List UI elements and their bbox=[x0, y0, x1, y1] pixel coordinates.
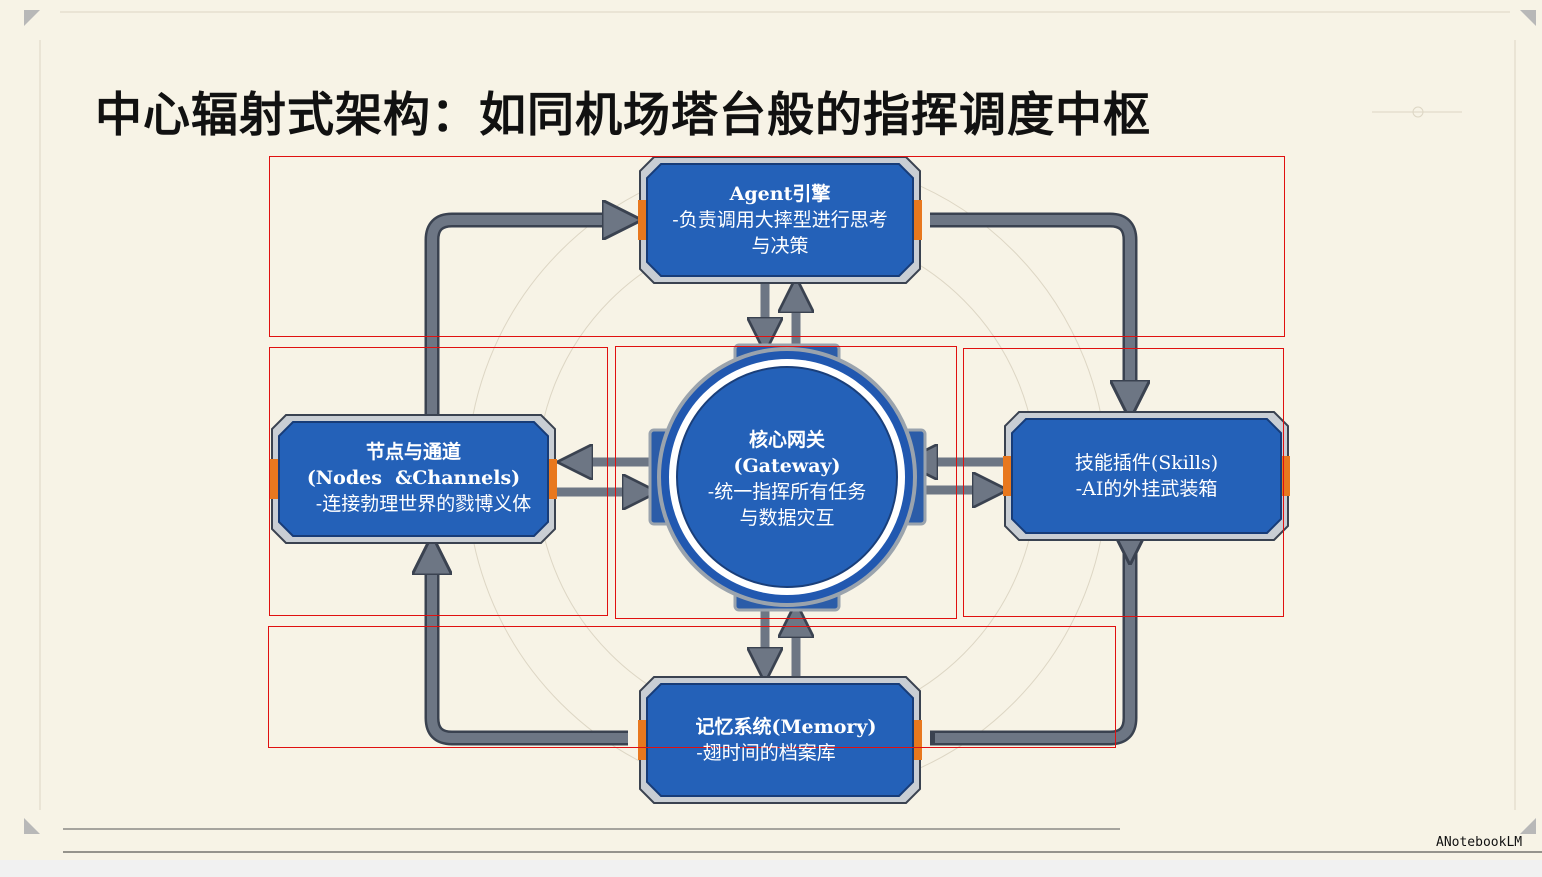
corner-mark bbox=[1520, 10, 1536, 26]
annotation-box-agent bbox=[269, 156, 1285, 337]
orange-connector bbox=[549, 459, 557, 499]
node-memory-desc: -翅时间的档案库 bbox=[696, 742, 836, 764]
node-gateway-desc: -统一指挥所有任务 bbox=[707, 481, 867, 503]
node-channels-name-en: (Nodes &Channels) bbox=[306, 467, 521, 489]
node-channels-name: 节点与通道 bbox=[365, 441, 461, 463]
node-memory-box bbox=[638, 676, 922, 804]
node-agent-desc: -负责调用大摔型进行思考 bbox=[672, 209, 888, 231]
orange-connector bbox=[1282, 456, 1290, 496]
annotation-box-gateway bbox=[615, 346, 957, 619]
node-gateway-name: 核心网关 bbox=[748, 429, 825, 451]
node-skills-desc: -AI的外挂武装箱 bbox=[1075, 478, 1218, 500]
gateway-hub bbox=[648, 343, 927, 612]
orange-connector bbox=[914, 720, 922, 760]
annotation-box-memory bbox=[268, 626, 1116, 748]
node-gateway-desc-2: 与数据灾互 bbox=[739, 507, 835, 529]
node-memory-label: 记忆系统(Memory) -翅时间的档案库 bbox=[640, 714, 932, 766]
corner-mark bbox=[1520, 818, 1536, 834]
orange-connector bbox=[638, 200, 646, 240]
arrows-outer-loop bbox=[427, 215, 1130, 743]
annotation-box-channels bbox=[269, 347, 608, 616]
node-channels-label: 节点与通道 (Nodes &Channels) -连接勃理世界的戮博义体 bbox=[272, 439, 555, 517]
corner-mark bbox=[24, 10, 40, 26]
page-title: 中心辐射式架构：如同机场塔台般的指挥调度中枢 bbox=[95, 88, 1151, 143]
orange-connector bbox=[270, 459, 278, 499]
node-agent-desc-2: 与决策 bbox=[751, 235, 809, 257]
node-skills-label: 技能插件(Skills) -AI的外挂武装箱 bbox=[1005, 450, 1288, 502]
orange-connector bbox=[914, 200, 922, 240]
arrow-skills-to-memory bbox=[935, 545, 1130, 743]
node-agent-name: Agent引擎 bbox=[729, 183, 831, 205]
node-agent-box bbox=[638, 156, 922, 284]
annotation-box-skills bbox=[963, 348, 1284, 617]
arrow-agent-to-skills bbox=[930, 215, 1130, 400]
node-channels-box bbox=[270, 414, 557, 544]
orange-connector bbox=[638, 720, 646, 760]
node-skills-name: 技能插件(Skills) bbox=[1074, 452, 1219, 474]
node-channels-desc: -连接勃理世界的戮博义体 bbox=[315, 493, 532, 515]
arrow-memory-to-channels bbox=[432, 555, 628, 743]
node-agent-label: Agent引擎 -负责调用大摔型进行思考 与决策 bbox=[610, 181, 950, 259]
node-gateway-name-en: (Gateway) bbox=[733, 455, 841, 477]
orange-connector bbox=[1003, 456, 1011, 496]
node-gateway-label: 核心网关 (Gateway) -统一指挥所有任务 与数据灾互 bbox=[677, 427, 897, 531]
node-skills-box bbox=[1003, 411, 1290, 541]
corner-mark bbox=[24, 818, 40, 834]
bottom-strip bbox=[0, 860, 1542, 877]
arrow-channels-to-agent bbox=[427, 220, 622, 418]
node-memory-name: 记忆系统(Memory) bbox=[695, 716, 877, 738]
watermark: ANotebookLM bbox=[1436, 835, 1523, 850]
